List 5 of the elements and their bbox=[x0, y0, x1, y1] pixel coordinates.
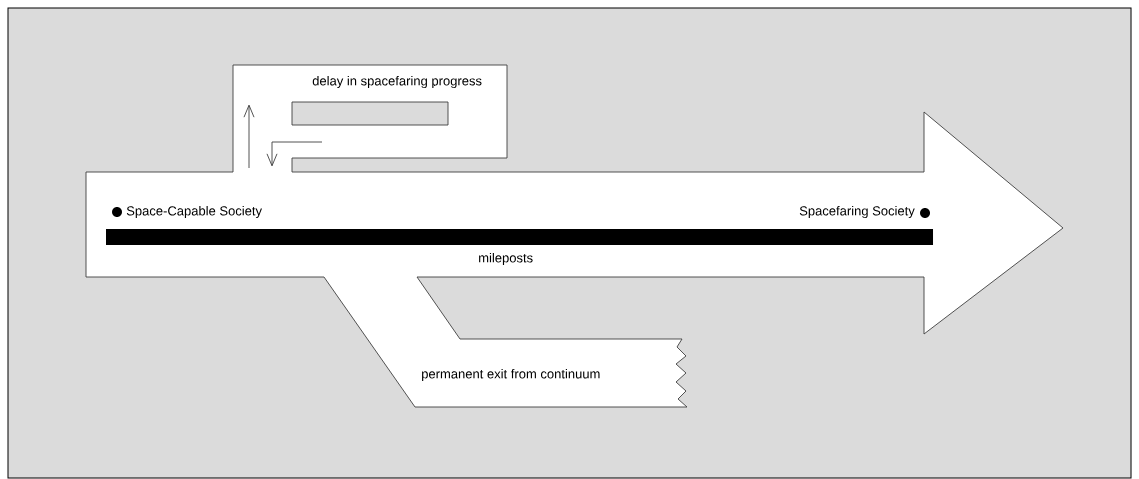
milestone-label: Spacefaring Society bbox=[799, 205, 915, 219]
callout-label: permanent exit from continuum bbox=[422, 368, 600, 382]
milestone-label: Space-Capable Society bbox=[126, 205, 262, 219]
callout-label: delay in spacefaring progress bbox=[312, 75, 482, 89]
bar-label: mileposts bbox=[479, 252, 533, 266]
